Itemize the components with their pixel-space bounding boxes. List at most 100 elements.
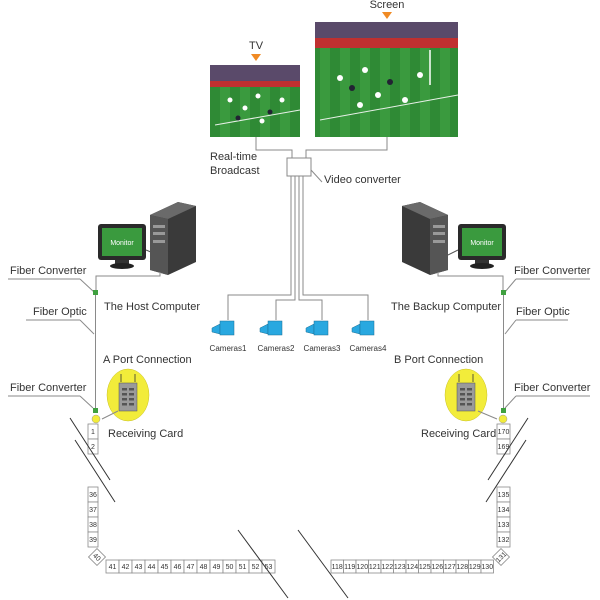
panel-cell: 122 xyxy=(380,559,394,574)
port-b-connector-icon xyxy=(444,368,488,422)
port-a-label: A Port Connection xyxy=(103,354,192,366)
panel-cell-number: 42 xyxy=(122,564,130,571)
panel-cell: 125 xyxy=(418,559,432,574)
host-link xyxy=(95,272,161,292)
receiving-card-leader xyxy=(101,410,119,420)
panel-cell: 46 xyxy=(170,559,185,574)
panel-cell-number: 132 xyxy=(498,537,510,544)
port-a-connector-icon xyxy=(106,368,150,422)
monitor-icon: Monitor xyxy=(458,224,506,269)
panel-cell-number: 39 xyxy=(89,537,97,544)
panel-cell-number: 45 xyxy=(161,564,169,571)
panel-cell: 123 xyxy=(393,559,407,574)
panel-cell-number: 130 xyxy=(481,564,493,571)
panel-cell: 43 xyxy=(131,559,146,574)
panel-cell-number: 170 xyxy=(498,429,510,436)
fiber-converter-label: Fiber Converter xyxy=(10,265,87,277)
panel-cell: 41 xyxy=(105,559,120,574)
fiber-converter-node xyxy=(93,290,98,295)
panel-cell: 131 xyxy=(491,547,511,567)
fiber-optic-label: Fiber Optic xyxy=(516,306,570,318)
panel-cell-number: 134 xyxy=(498,507,510,514)
camera-lines xyxy=(227,176,369,320)
screen-label: Screen xyxy=(370,0,405,11)
tv-screen xyxy=(210,65,301,137)
panel-cell-number: 43 xyxy=(135,564,143,571)
panel-cell-number: 133 xyxy=(498,522,510,529)
monitor-icon: Monitor xyxy=(98,224,146,269)
fiber-converter-node xyxy=(501,408,506,413)
panel-cell-number: 46 xyxy=(174,564,182,571)
panel-cell: 40 xyxy=(87,547,107,567)
break-marks xyxy=(69,417,529,599)
panel-cell: 48 xyxy=(196,559,211,574)
panel-cell-number: 128 xyxy=(456,564,468,571)
panel-cell: 47 xyxy=(183,559,198,574)
backup-computer: Monitor xyxy=(402,202,506,275)
fiber-converter-label: Fiber Converter xyxy=(514,382,591,394)
panel-cell: 127 xyxy=(443,559,457,574)
panel-cell: 130 xyxy=(480,559,494,574)
panel-cell: 128 xyxy=(455,559,469,574)
panel-cell-number: 40 xyxy=(91,552,102,563)
panel-cell: 135 xyxy=(496,486,511,503)
panel-cell: 120 xyxy=(355,559,369,574)
panel-cell: 51 xyxy=(235,559,250,574)
camera-2: Cameras2 xyxy=(258,320,295,353)
panel-cell-number: 129 xyxy=(469,564,481,571)
monitor-label: Monitor xyxy=(110,240,134,247)
panel-cell: 37 xyxy=(87,501,99,518)
receiving-card-label-right: Receiving Card xyxy=(421,428,496,440)
panel-cell: 119 xyxy=(343,559,357,574)
panel-cell-number: 36 xyxy=(89,492,97,499)
fiber-converter-node xyxy=(93,408,98,413)
camera-1: Cameras1 xyxy=(210,320,247,353)
panel-cell-number: 47 xyxy=(187,564,195,571)
fiber-converter-label: Fiber Converter xyxy=(10,382,87,394)
panel-cell-number: 124 xyxy=(406,564,418,571)
panel-cell-number: 169 xyxy=(498,444,510,451)
host-computer: Monitor xyxy=(98,202,196,275)
panel-cell: 53 xyxy=(261,559,276,574)
panel-cell: 1 xyxy=(87,423,99,440)
panel-cell-number: 121 xyxy=(369,564,381,571)
camera-4: Cameras4 xyxy=(350,320,387,353)
panel-cell: 2 xyxy=(87,438,99,455)
broadcast-lines xyxy=(255,137,388,158)
host-computer-label: The Host Computer xyxy=(104,301,200,313)
receiving-card-dot xyxy=(91,414,101,424)
fiber-optic-label: Fiber Optic xyxy=(33,306,87,318)
camera-label: Cameras2 xyxy=(258,344,295,353)
fiber-converter-label: Fiber Converter xyxy=(514,265,591,277)
camera-icon xyxy=(211,320,235,336)
panel-cell-number: 44 xyxy=(148,564,156,571)
camera-icon xyxy=(351,320,375,336)
panel-cell: 49 xyxy=(209,559,224,574)
port-b-label: B Port Connection xyxy=(394,354,483,366)
panel-cell-number: 52 xyxy=(252,564,260,571)
panel-cell: 44 xyxy=(144,559,159,574)
right-fiber-chain: Fiber Converter Fiber Optic Fiber Conver… xyxy=(498,265,591,424)
panel-cell-number: 50 xyxy=(226,564,234,571)
panel-cell-number: 38 xyxy=(89,522,97,529)
camera-label: Cameras3 xyxy=(304,344,341,353)
panel-cell: 121 xyxy=(368,559,382,574)
panel-cell: 126 xyxy=(430,559,444,574)
panel-cell-number: 51 xyxy=(239,564,247,571)
tv-arrow-icon xyxy=(251,54,261,61)
camera-icon xyxy=(305,320,329,336)
panel-cell: 42 xyxy=(118,559,133,574)
panel-cell-number: 37 xyxy=(89,507,97,514)
panel-cell-number: 49 xyxy=(213,564,221,571)
panel-cell: 170 xyxy=(496,423,511,440)
panel-cell-number: 118 xyxy=(332,564,343,571)
panel-cell-number: 119 xyxy=(344,564,355,571)
receiving-card-label-left: Receiving Card xyxy=(108,428,183,440)
panel-cell-number: 122 xyxy=(381,564,393,571)
panel-cell-number: 135 xyxy=(498,492,510,499)
panel-cell-number: 41 xyxy=(109,564,117,571)
panel-cell: 132 xyxy=(496,531,511,548)
panel-cell: 52 xyxy=(248,559,263,574)
